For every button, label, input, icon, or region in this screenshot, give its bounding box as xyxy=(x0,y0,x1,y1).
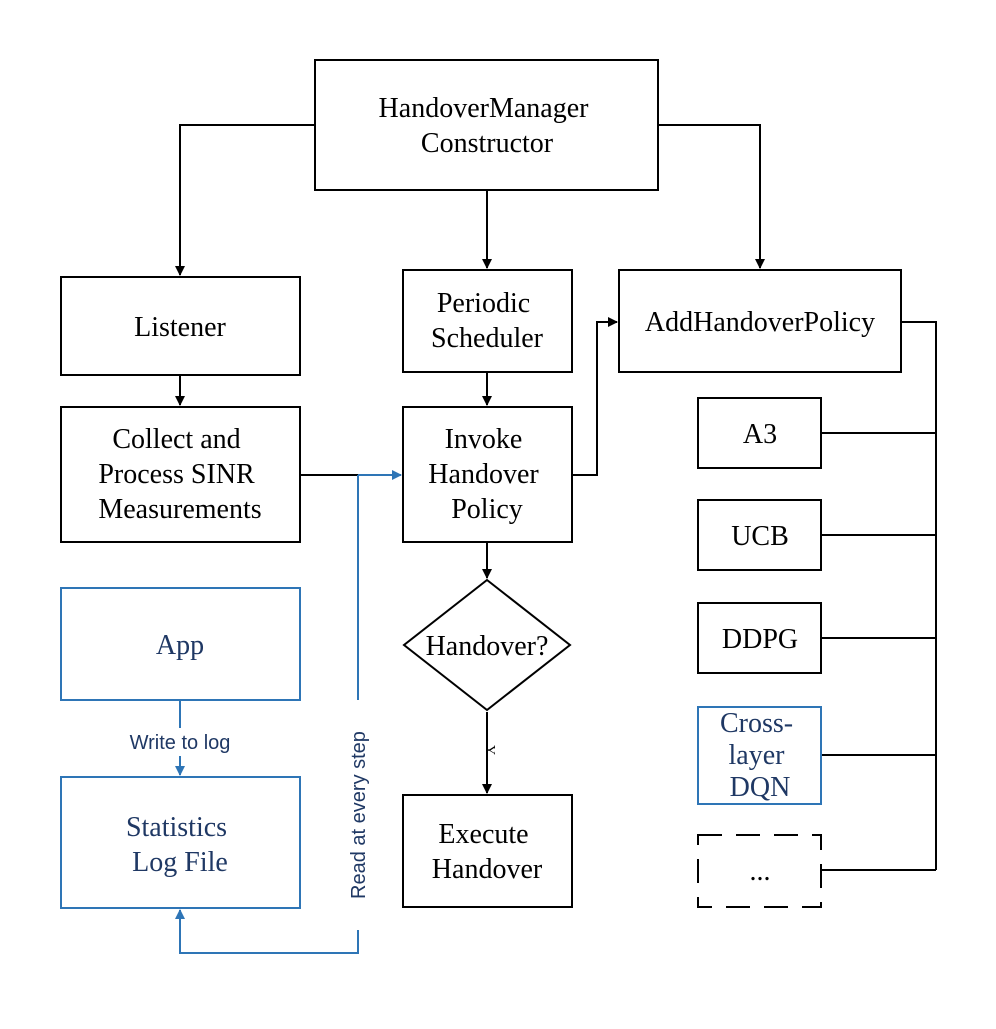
decision-label: Handover? xyxy=(426,631,549,662)
policy-dqn-box: Cross- layer DQN xyxy=(697,706,822,805)
collect-label: Collect and Process SINR Measurements xyxy=(98,424,261,525)
collect-line-3: Measurements xyxy=(98,494,261,525)
constructor-line-1: HandoverManager xyxy=(379,93,590,124)
invoke-line-3: Policy xyxy=(451,494,523,525)
scheduler-line-2: Scheduler xyxy=(431,323,544,354)
connectors xyxy=(175,124,937,871)
listener-box: Listener xyxy=(60,276,301,376)
execute-line-1: Execute xyxy=(438,819,528,850)
scheduler-label: Periodic Scheduler xyxy=(431,288,544,354)
arrow-constructor-to-addpolicy xyxy=(658,124,765,269)
app-label: App xyxy=(156,630,204,661)
invoke-box: Invoke Handover Policy xyxy=(402,406,573,543)
policy-ucb-label: UCB xyxy=(731,521,789,552)
invoke-label: Invoke Handover Policy xyxy=(428,424,545,525)
policy-a3-box: A3 xyxy=(697,397,822,469)
add-policy-line-1: AddHandoverPolicy xyxy=(645,307,875,338)
execute-label: Execute Handover xyxy=(432,819,543,885)
collect-line-2: Process SINR xyxy=(98,459,255,490)
decision-line-1: Handover? xyxy=(426,631,549,662)
collect-line-1: Collect and xyxy=(112,424,240,455)
decision-diamond: Handover? xyxy=(402,578,572,712)
policy-ddpg-label: DDPG xyxy=(722,624,798,655)
policy-more-box: ... xyxy=(697,834,822,908)
invoke-line-1: Invoke xyxy=(445,424,523,455)
invoke-line-2: Handover xyxy=(428,459,539,490)
arrow-invoke-to-addpolicy xyxy=(572,317,618,476)
add-policy-label: AddHandoverPolicy xyxy=(645,307,875,338)
write-log-label: Write to log xyxy=(130,732,231,754)
listener-line-1: Listener xyxy=(134,312,226,343)
policy-dqn-line-3: DQN xyxy=(730,772,791,803)
add-policy-box: AddHandoverPolicy xyxy=(618,269,902,373)
execute-line-2: Handover xyxy=(432,854,543,885)
policy-more-line-1: ... xyxy=(750,856,771,887)
policy-ucb-line-1: UCB xyxy=(731,521,789,552)
arrow-constructor-to-listener xyxy=(175,124,315,276)
policy-ddpg-line-1: DDPG xyxy=(722,624,798,655)
policy-dqn-label: Cross- layer DQN xyxy=(720,708,800,803)
listener-label: Listener xyxy=(134,312,226,343)
constructor-label: HandoverManager Constructor xyxy=(379,93,596,159)
constructor-box: HandoverManager Constructor xyxy=(314,59,659,191)
stats-line-1: Statistics xyxy=(126,812,227,843)
stats-label: Statistics Log File xyxy=(126,812,234,878)
yes-label: Y xyxy=(482,745,497,755)
constructor-line-2: Constructor xyxy=(421,128,554,159)
app-box: App xyxy=(60,587,301,701)
scheduler-box: Periodic Scheduler xyxy=(402,269,573,373)
policy-ddpg-box: DDPG xyxy=(697,602,822,674)
write-log-label-bg xyxy=(118,728,242,756)
collect-box: Collect and Process SINR Measurements xyxy=(60,406,301,543)
policy-more-label: ... xyxy=(750,856,771,887)
stats-box: Statistics Log File xyxy=(60,776,301,909)
policy-ucb-box: UCB xyxy=(697,499,822,571)
app-line-1: App xyxy=(156,630,204,661)
policy-a3-line-1: A3 xyxy=(743,419,777,450)
read-step-label: Read at every step xyxy=(348,731,370,899)
policy-dqn-line-2: layer xyxy=(729,740,786,771)
scheduler-line-1: Periodic xyxy=(437,288,530,319)
read-step-label-bg xyxy=(346,700,370,930)
policy-a3-label: A3 xyxy=(743,419,777,450)
stats-line-2: Log File xyxy=(132,847,228,878)
policy-bus-line xyxy=(901,321,937,870)
execute-box: Execute Handover xyxy=(402,794,573,908)
policy-dqn-line-1: Cross- xyxy=(720,708,793,739)
